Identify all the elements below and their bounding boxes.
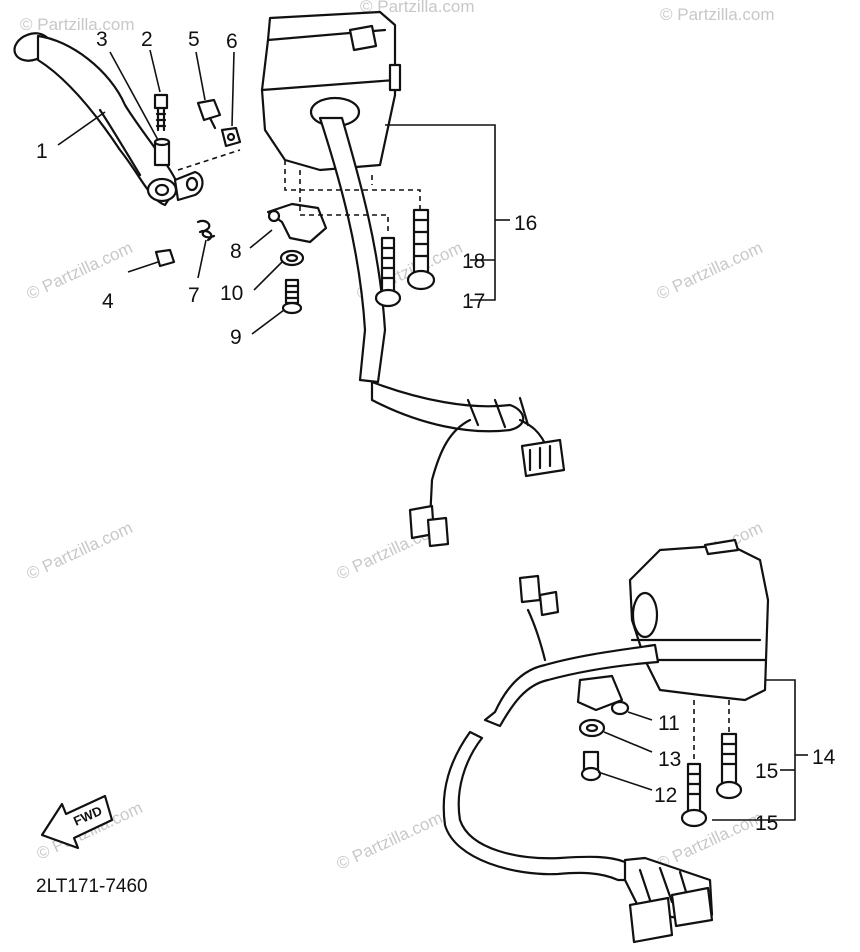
callout-9: 9 [230, 326, 242, 349]
callout-8: 8 [230, 240, 242, 263]
callouts: 1 2 3 4 5 6 7 8 9 10 11 12 13 14 15 15 1… [36, 28, 836, 835]
fwd-arrow: FWD [40, 794, 114, 850]
callout-6: 6 [226, 30, 238, 53]
watermark: © Partzilla.com [654, 238, 766, 304]
callout-2: 2 [141, 28, 153, 51]
callout-3: 3 [96, 28, 108, 51]
callout-17: 17 [462, 290, 485, 313]
callout-4: 4 [102, 290, 114, 313]
watermark: © Partzilla.com [654, 808, 766, 874]
watermark: © Partzilla.com [334, 808, 446, 874]
callout-18: 18 [462, 250, 485, 273]
callout-16: 16 [514, 212, 537, 235]
callout-15a: 15 [755, 760, 778, 783]
upper-screws [374, 208, 436, 308]
lower-switch-housing [442, 538, 770, 944]
callout-11: 11 [658, 712, 680, 735]
upper-switch-housing [260, 10, 566, 548]
upper-leaders [177, 124, 510, 301]
watermark: © Partzilla.com [360, 0, 475, 16]
callout-15b: 15 [755, 812, 778, 835]
watermark: © Partzilla.com [24, 518, 136, 584]
callout-10: 10 [220, 282, 243, 305]
left-leaders [57, 49, 285, 335]
watermark: © Partzilla.com [660, 5, 775, 24]
lever-hardware [153, 93, 328, 315]
callout-14: 14 [812, 746, 836, 769]
callout-13: 13 [658, 748, 681, 771]
watermark: © Partzilla.com [24, 238, 136, 304]
diagram-code: 2LT171-7460 [36, 876, 148, 897]
watermark: © Partzilla.com [20, 15, 135, 34]
callout-1: 1 [36, 140, 48, 163]
clutch-lever [13, 32, 204, 207]
callout-7: 7 [188, 284, 200, 307]
lower-leaders [597, 679, 808, 821]
callout-5: 5 [188, 28, 200, 51]
callout-12: 12 [654, 784, 677, 807]
